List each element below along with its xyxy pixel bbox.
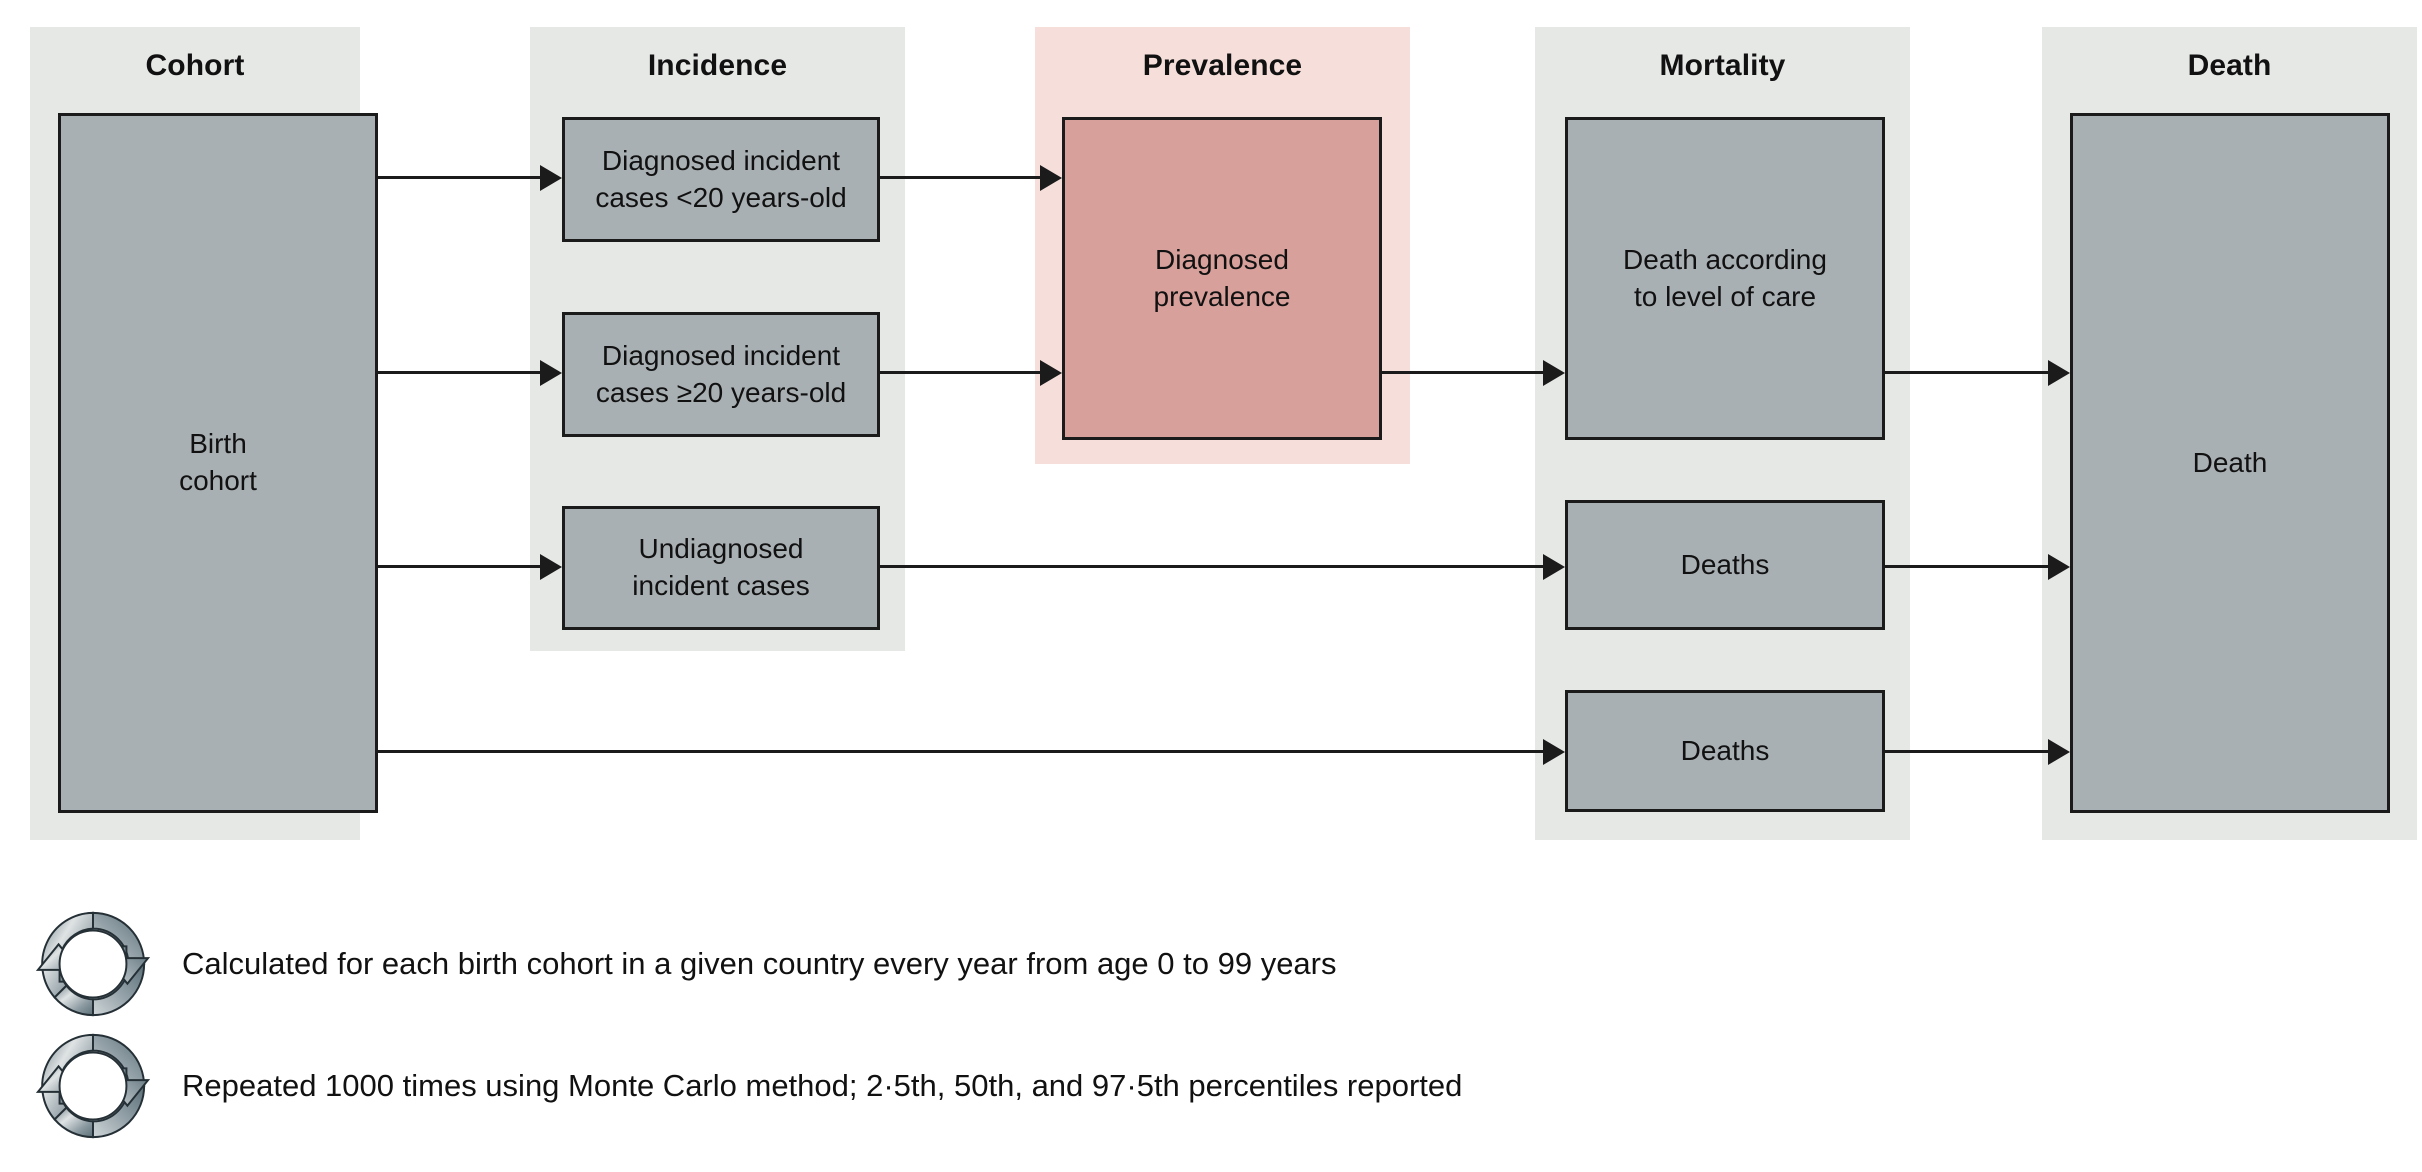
footnote-row-1: Calculated for each birth cohort in a gi…	[34, 905, 1337, 1023]
footnote-text-2: Repeated 1000 times using Monte Carlo me…	[182, 1068, 1463, 1103]
edge-death-level-of-care-to-death	[1885, 359, 2070, 386]
node-diagnosed-incident-under20-label: Diagnosed incident cases <20 years-old	[595, 144, 847, 213]
node-diagnosed-prevalence-label: Diagnosed prevalence	[1153, 243, 1291, 312]
edge-diagnosed-20plus-to-prevalence	[880, 359, 1062, 386]
column-title-death: Death	[2187, 49, 2272, 82]
node-death-level-of-care[interactable]: Death according to level of care	[1565, 117, 1885, 440]
node-undiagnosed-incident-label: Undiagnosed incident cases	[632, 533, 810, 601]
column-title-cohort: Cohort	[145, 49, 245, 82]
column-title-incidence: Incidence	[647, 49, 788, 82]
node-death[interactable]: Death	[2070, 113, 2390, 813]
node-deaths-no-diabetes-label: Deaths	[1680, 734, 1770, 766]
footnote-row-2: Repeated 1000 times using Monte Carlo me…	[34, 1027, 1462, 1145]
cycle-arrows-icon	[34, 1027, 152, 1145]
edge-birth-cohort-to-deaths-no-diabetes	[378, 738, 1565, 765]
node-birth-cohort-label: Birth cohort	[179, 428, 257, 496]
node-diagnosed-incident-20plus-label: Diagnosed incident cases ≥20 years-old	[595, 339, 847, 408]
node-death-label: Death	[2192, 446, 2268, 478]
edge-undiagnosed-to-deaths	[880, 553, 1565, 580]
edge-deaths-undiagnosed-to-death	[1885, 553, 2070, 580]
edge-birth-cohort-to-diagnosed-under20	[378, 164, 562, 191]
column-title-prevalence: Prevalence	[1142, 49, 1303, 82]
node-deaths-no-diabetes[interactable]: Deaths	[1565, 690, 1885, 812]
edge-birth-cohort-to-diagnosed-20plus	[378, 359, 562, 386]
edge-birth-cohort-to-undiagnosed	[378, 553, 562, 580]
footnote-text-1: Calculated for each birth cohort in a gi…	[182, 946, 1337, 981]
edge-prevalence-to-death-level-of-care	[1382, 359, 1565, 386]
edge-diagnosed-under20-to-prevalence	[880, 164, 1062, 191]
cycle-arrows-icon	[34, 905, 152, 1023]
node-deaths-undiagnosed[interactable]: Deaths	[1565, 500, 1885, 630]
node-birth-cohort[interactable]: Birth cohort	[58, 113, 378, 813]
node-deaths-undiagnosed-label: Deaths	[1680, 548, 1770, 580]
node-undiagnosed-incident[interactable]: Undiagnosed incident cases	[562, 506, 880, 630]
node-diagnosed-incident-20plus[interactable]: Diagnosed incident cases ≥20 years-old	[562, 312, 880, 437]
edge-deaths-no-diabetes-to-death	[1885, 738, 2070, 765]
node-death-level-of-care-label: Death according to level of care	[1623, 243, 1827, 312]
node-diagnosed-prevalence[interactable]: Diagnosed prevalence	[1062, 117, 1382, 440]
node-diagnosed-incident-under20[interactable]: Diagnosed incident cases <20 years-old	[562, 117, 880, 242]
column-title-mortality: Mortality	[1659, 49, 1786, 82]
